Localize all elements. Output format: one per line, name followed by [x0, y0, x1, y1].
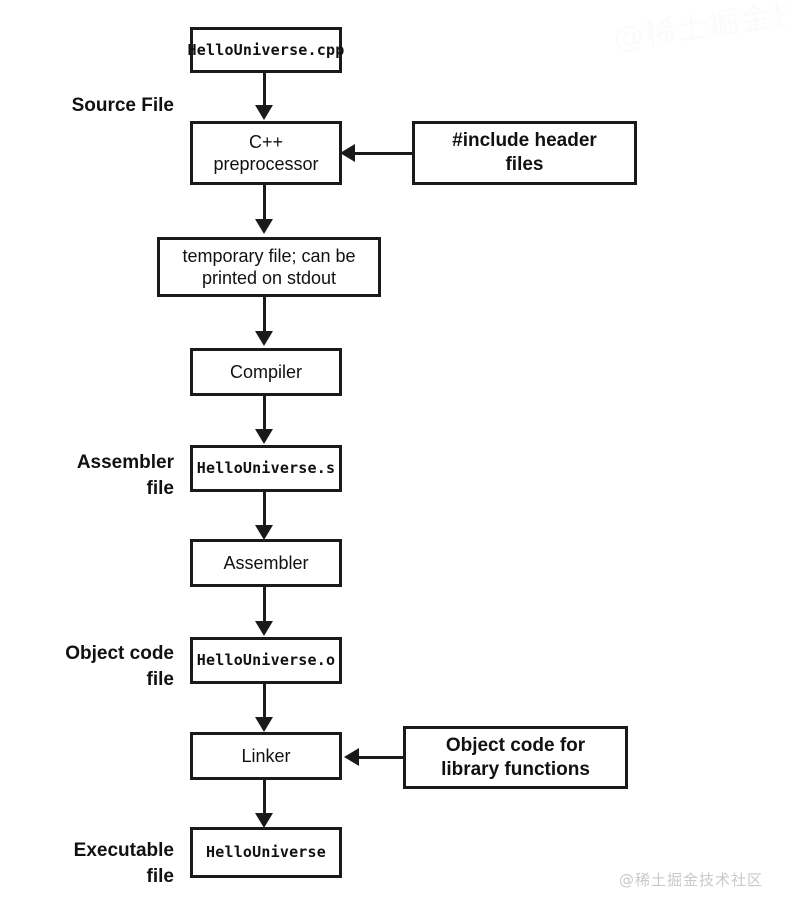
- node-temporary-file[interactable]: temporary file; can be printed on stdout: [157, 237, 381, 297]
- connector-linker-to-executable: [263, 780, 266, 818]
- node-linker[interactable]: Linker: [190, 732, 342, 780]
- connector-assembler-file-to-assembler: [263, 492, 266, 529]
- arrowhead-linker-to-executable: [255, 813, 273, 828]
- arrowhead-temporary-to-compiler: [255, 331, 273, 346]
- node-hellouniverse-cpp-label: HelloUniverse.cpp: [187, 40, 345, 59]
- connector-temporary-to-compiler: [263, 297, 266, 335]
- node-temporary-file-label: temporary file; can be printed on stdout: [182, 245, 356, 289]
- connector-object-file-to-linker: [263, 684, 266, 721]
- connector-source-to-preprocessor: [263, 72, 266, 108]
- node-cpp-preprocessor[interactable]: C++ preprocessor: [190, 121, 342, 185]
- node-assembler-label: Assembler: [223, 552, 309, 573]
- node-object-code-library[interactable]: Object code for library functions: [403, 726, 628, 789]
- stage-label-executable-file: Executable file: [73, 840, 174, 887]
- node-cpp-preprocessor-label: C++ preprocessor: [213, 131, 319, 175]
- arrowhead-object-file-to-linker: [255, 717, 273, 732]
- background-watermark-top: @稀土掘金技术社区: [611, 0, 786, 57]
- arrowhead-assembler-to-object-file: [255, 621, 273, 636]
- node-hellouniverse-executable-label: HelloUniverse: [206, 843, 326, 862]
- node-compiler-label: Compiler: [229, 361, 303, 382]
- arrowhead-library-to-linker: [344, 748, 359, 766]
- node-linker-label: Linker: [241, 745, 291, 766]
- connector-assembler-to-object-file: [263, 587, 266, 624]
- arrowhead-assembler-file-to-assembler: [255, 525, 273, 540]
- arrowhead-compiler-to-assembler-file: [255, 429, 273, 444]
- node-hellouniverse-cpp[interactable]: HelloUniverse.cpp: [188, 27, 344, 73]
- node-compiler[interactable]: Compiler: [190, 348, 342, 396]
- stage-label-object-code-file: Object code file: [65, 643, 174, 690]
- corner-watermark: @稀土掘金技术社区: [619, 871, 764, 889]
- node-include-header-files-label: #include header files: [452, 130, 597, 175]
- node-hellouniverse-s-label: HelloUniverse.s: [196, 459, 336, 478]
- arrowhead-preprocessor-to-temporary: [255, 219, 273, 234]
- node-assembler[interactable]: Assembler: [190, 539, 342, 587]
- node-hellouniverse-s[interactable]: HelloUniverse.s: [190, 445, 342, 492]
- arrowhead-include-to-preprocessor: [340, 144, 355, 162]
- node-hellouniverse-o-label: HelloUniverse.o: [196, 651, 336, 670]
- stage-label-source-file: Source File: [71, 95, 174, 116]
- connector-include-to-preprocessor: [352, 152, 412, 155]
- node-hellouniverse-o[interactable]: HelloUniverse.o: [190, 637, 342, 684]
- node-hellouniverse-executable[interactable]: HelloUniverse: [190, 827, 342, 878]
- connector-compiler-to-assembler-file: [263, 396, 266, 432]
- node-object-code-library-label: Object code for library functions: [441, 734, 590, 780]
- node-include-header-files[interactable]: #include header files: [412, 121, 637, 185]
- stage-label-assembler-file: Assembler file: [76, 452, 174, 499]
- arrowhead-source-to-preprocessor: [255, 105, 273, 120]
- connector-library-to-linker: [357, 756, 403, 759]
- connector-preprocessor-to-temporary: [263, 185, 266, 222]
